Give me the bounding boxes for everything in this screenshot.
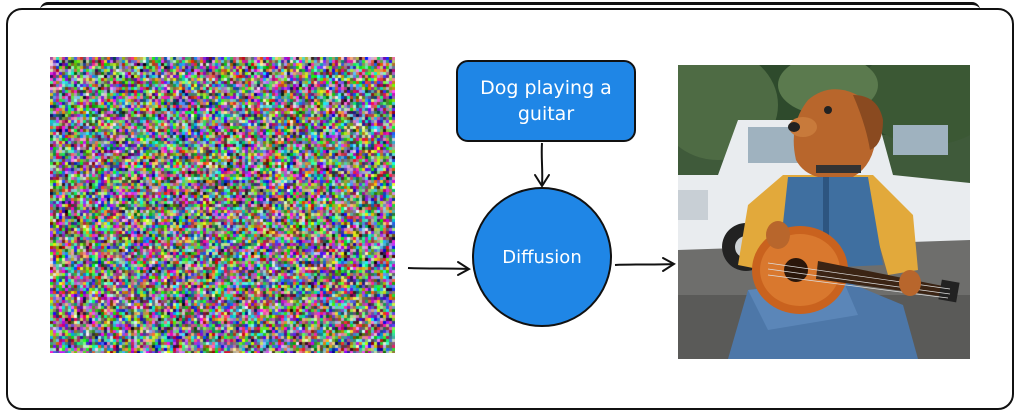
diffusion-label: Diffusion (502, 246, 582, 268)
top-edge-line (40, 2, 980, 11)
dog-playing-guitar-illustration (678, 65, 970, 359)
dog-playing-guitar-image (678, 65, 970, 359)
text-prompt-label: Dog playing a guitar (480, 77, 612, 125)
random-noise-image (50, 57, 395, 353)
diffusion-node: Diffusion (472, 187, 612, 327)
text-prompt-node: Dog playing a guitar (456, 60, 636, 142)
